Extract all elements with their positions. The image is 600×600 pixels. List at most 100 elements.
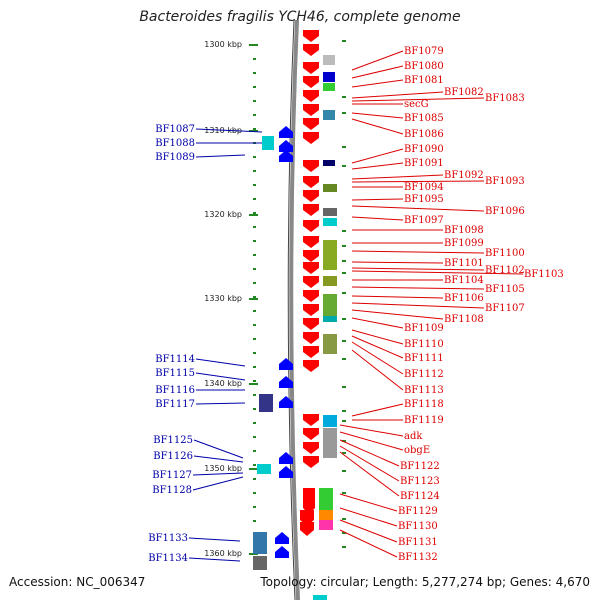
gene-leader-line: [351, 302, 485, 309]
feature-block: [323, 294, 337, 316]
gene-label-reverse[interactable]: BF1128: [152, 485, 192, 496]
scale-label: 1320 kbp: [204, 210, 242, 219]
gene-label-forward[interactable]: adk: [404, 431, 423, 442]
gene-label-forward[interactable]: BF1085: [404, 113, 444, 124]
gene-label-forward[interactable]: BF1118: [404, 399, 444, 410]
gene-leader-line: [339, 529, 398, 558]
gene-label-forward[interactable]: BF1081: [404, 75, 444, 86]
gene-label-forward[interactable]: BF1079: [404, 46, 444, 57]
gene-label-forward[interactable]: BF1094: [404, 182, 444, 193]
gene-label-forward[interactable]: BF1093: [485, 176, 525, 187]
gene-label-reverse[interactable]: BF1115: [155, 368, 195, 379]
gene-label-forward[interactable]: BF1110: [404, 339, 444, 350]
gene-leader-line: [351, 174, 444, 180]
feature-block: [323, 316, 337, 322]
genome-backbone-shadow: [287, 19, 296, 600]
gene-leader-line: [339, 424, 404, 437]
scale-dot: [253, 282, 256, 284]
gene-label-forward[interactable]: BF1129: [398, 506, 438, 517]
gene-label-forward[interactable]: BF1122: [400, 461, 440, 472]
gene-label-forward[interactable]: secG: [404, 99, 429, 110]
scale-dot: [342, 470, 346, 472]
scale-label: 1330 kbp: [204, 294, 242, 303]
gene-label-forward[interactable]: BF1123: [400, 476, 440, 487]
gene-label-forward[interactable]: BF1099: [444, 238, 484, 249]
feature-block: [319, 488, 333, 510]
gene-label-forward[interactable]: BF1096: [485, 206, 525, 217]
gene-label-forward[interactable]: BF1111: [404, 353, 444, 364]
gene-label-forward[interactable]: obgE: [404, 445, 430, 456]
gene-label-forward[interactable]: BF1086: [404, 129, 444, 140]
gene-label-reverse[interactable]: BF1127: [152, 470, 192, 481]
gene-label-forward[interactable]: BF1105: [485, 284, 525, 295]
gene-label-forward[interactable]: BF1102: [485, 265, 525, 276]
gene-leader-line: [339, 431, 404, 451]
scale-major-tick: [249, 298, 258, 300]
gene-leader-line: [195, 372, 246, 381]
gene-label-reverse[interactable]: BF1087: [155, 124, 195, 135]
gene-label-forward[interactable]: BF1082: [444, 87, 484, 98]
gene-label-forward[interactable]: BF1083: [485, 93, 525, 104]
gene-leader-line: [351, 270, 524, 275]
gene-label-reverse[interactable]: BF1088: [155, 138, 195, 149]
feature-block: [319, 510, 333, 520]
scale-dot: [253, 170, 256, 172]
scale-dot: [253, 212, 256, 214]
gene-label-reverse[interactable]: BF1116: [155, 385, 195, 396]
gene-label-forward[interactable]: BF1109: [404, 323, 444, 334]
accession-text: Accession: NC_006347: [9, 575, 146, 589]
gene-label-forward[interactable]: BF1097: [404, 215, 444, 226]
gene-label-reverse[interactable]: BF1089: [155, 152, 195, 163]
gene-label-reverse[interactable]: BF1114: [155, 354, 195, 365]
gene-label-forward[interactable]: BF1100: [485, 248, 525, 259]
scale-dot: [253, 240, 256, 242]
scale-major-tick: [249, 44, 258, 46]
gene-label-forward[interactable]: BF1106: [444, 293, 484, 304]
gene-leader-line: [192, 476, 244, 491]
scale-label: 1300 kbp: [204, 40, 242, 49]
gene-label-forward[interactable]: BF1098: [444, 225, 484, 236]
gene-label-forward[interactable]: BF1131: [398, 537, 438, 548]
gene-arrow-reverse: [279, 150, 293, 162]
gene-leader-line: [351, 91, 444, 99]
gene-label-forward[interactable]: BF1130: [398, 521, 438, 532]
gene-label-forward[interactable]: BF1101: [444, 258, 484, 269]
gene-label-reverse[interactable]: BF1117: [155, 399, 195, 410]
scale-dot: [342, 440, 346, 442]
gene-leader-line: [351, 79, 404, 88]
gene-label-reverse[interactable]: BF1134: [148, 553, 188, 564]
feature-block: [323, 218, 337, 226]
gene-label-reverse[interactable]: BF1125: [153, 435, 193, 446]
gene-label-forward[interactable]: BF1103: [524, 269, 564, 280]
gene-label-forward[interactable]: BF1113: [404, 385, 444, 396]
gene-label-forward[interactable]: BF1104: [444, 275, 484, 286]
gene-label-forward[interactable]: BF1090: [404, 144, 444, 155]
gene-label-forward[interactable]: BF1092: [444, 170, 484, 181]
gene-leader-line: [351, 335, 404, 359]
feature-block: [253, 556, 267, 570]
gene-label-reverse[interactable]: BF1133: [148, 533, 188, 544]
gene-label-forward[interactable]: BF1080: [404, 61, 444, 72]
gene-arrow-forward: [303, 160, 319, 172]
gene-label-forward[interactable]: BF1095: [404, 194, 444, 205]
gene-label-forward[interactable]: BF1119: [404, 415, 444, 426]
gene-arrow-forward: [303, 44, 319, 56]
gene-label-forward[interactable]: BF1108: [444, 314, 484, 325]
gene-arrow-forward: [303, 442, 319, 454]
feature-block: [323, 55, 335, 65]
gene-arrow-forward: [303, 304, 319, 316]
topology-text: Topology: circular; Length: 5,277,274 bp…: [260, 575, 590, 589]
gene-arrow-forward: [303, 428, 319, 440]
scale-dot: [342, 318, 346, 320]
gene-label-reverse[interactable]: BF1126: [153, 451, 193, 462]
gene-leader-line: [351, 50, 404, 71]
scale-dot: [342, 260, 346, 262]
gene-leader-line: [192, 472, 244, 476]
gene-label-forward[interactable]: BF1132: [398, 552, 438, 563]
gene-label-forward[interactable]: BF1124: [400, 491, 440, 502]
scale-dot: [342, 492, 346, 494]
gene-label-forward[interactable]: BF1107: [485, 303, 525, 314]
gene-label-forward[interactable]: BF1112: [404, 369, 444, 380]
gene-label-forward[interactable]: BF1091: [404, 158, 444, 169]
